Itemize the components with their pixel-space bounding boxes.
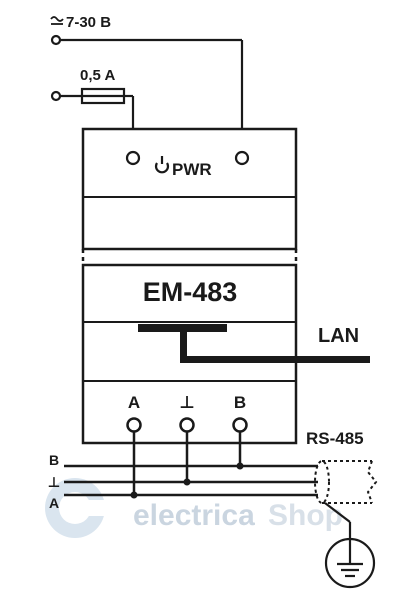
device-model: EM-483 — [143, 277, 238, 307]
watermark: electrica Shop — [45, 478, 343, 538]
terminal-b — [232, 417, 248, 433]
device-top-section — [81, 127, 298, 251]
bus-label-a: A — [49, 495, 59, 511]
supply-voltage-label: 7-30 B — [66, 14, 111, 31]
terminal-ground — [179, 417, 195, 433]
terminal-a — [126, 417, 142, 433]
lan-cable — [180, 356, 370, 363]
power-icon — [154, 156, 170, 174]
rs485-wiring — [64, 417, 318, 497]
watermark-text-shop: Shop — [268, 499, 343, 532]
bus-label-ground: ⊥ — [48, 474, 61, 490]
terminal-label-b: B — [234, 393, 246, 412]
ground-icon — [324, 537, 376, 589]
device-housing — [81, 127, 298, 445]
fuse-label: 0,5 A — [80, 67, 115, 84]
lan-connector — [138, 324, 227, 332]
shielded-cable-icon — [314, 460, 378, 548]
pwr-label: PWR — [172, 160, 212, 179]
terminal-label-a: A — [128, 393, 140, 412]
ac-dc-symbol-icon — [50, 16, 64, 25]
supply-terminal-1 — [50, 34, 62, 46]
pwr-terminal-left — [125, 150, 141, 166]
terminal-label-ground: ⊥ — [179, 393, 195, 412]
bus-junctions — [130, 462, 244, 499]
watermark-text: electrica — [133, 499, 255, 532]
lan-label: LAN — [318, 325, 359, 347]
rs485-label: RS-485 — [306, 429, 364, 448]
supply-terminal-2 — [50, 90, 62, 102]
pwr-terminals — [125, 150, 250, 174]
device-bottom-section — [81, 263, 298, 445]
bus-label-b: B — [49, 452, 59, 468]
pwr-terminal-right — [234, 150, 250, 166]
lan-port — [138, 324, 370, 363]
